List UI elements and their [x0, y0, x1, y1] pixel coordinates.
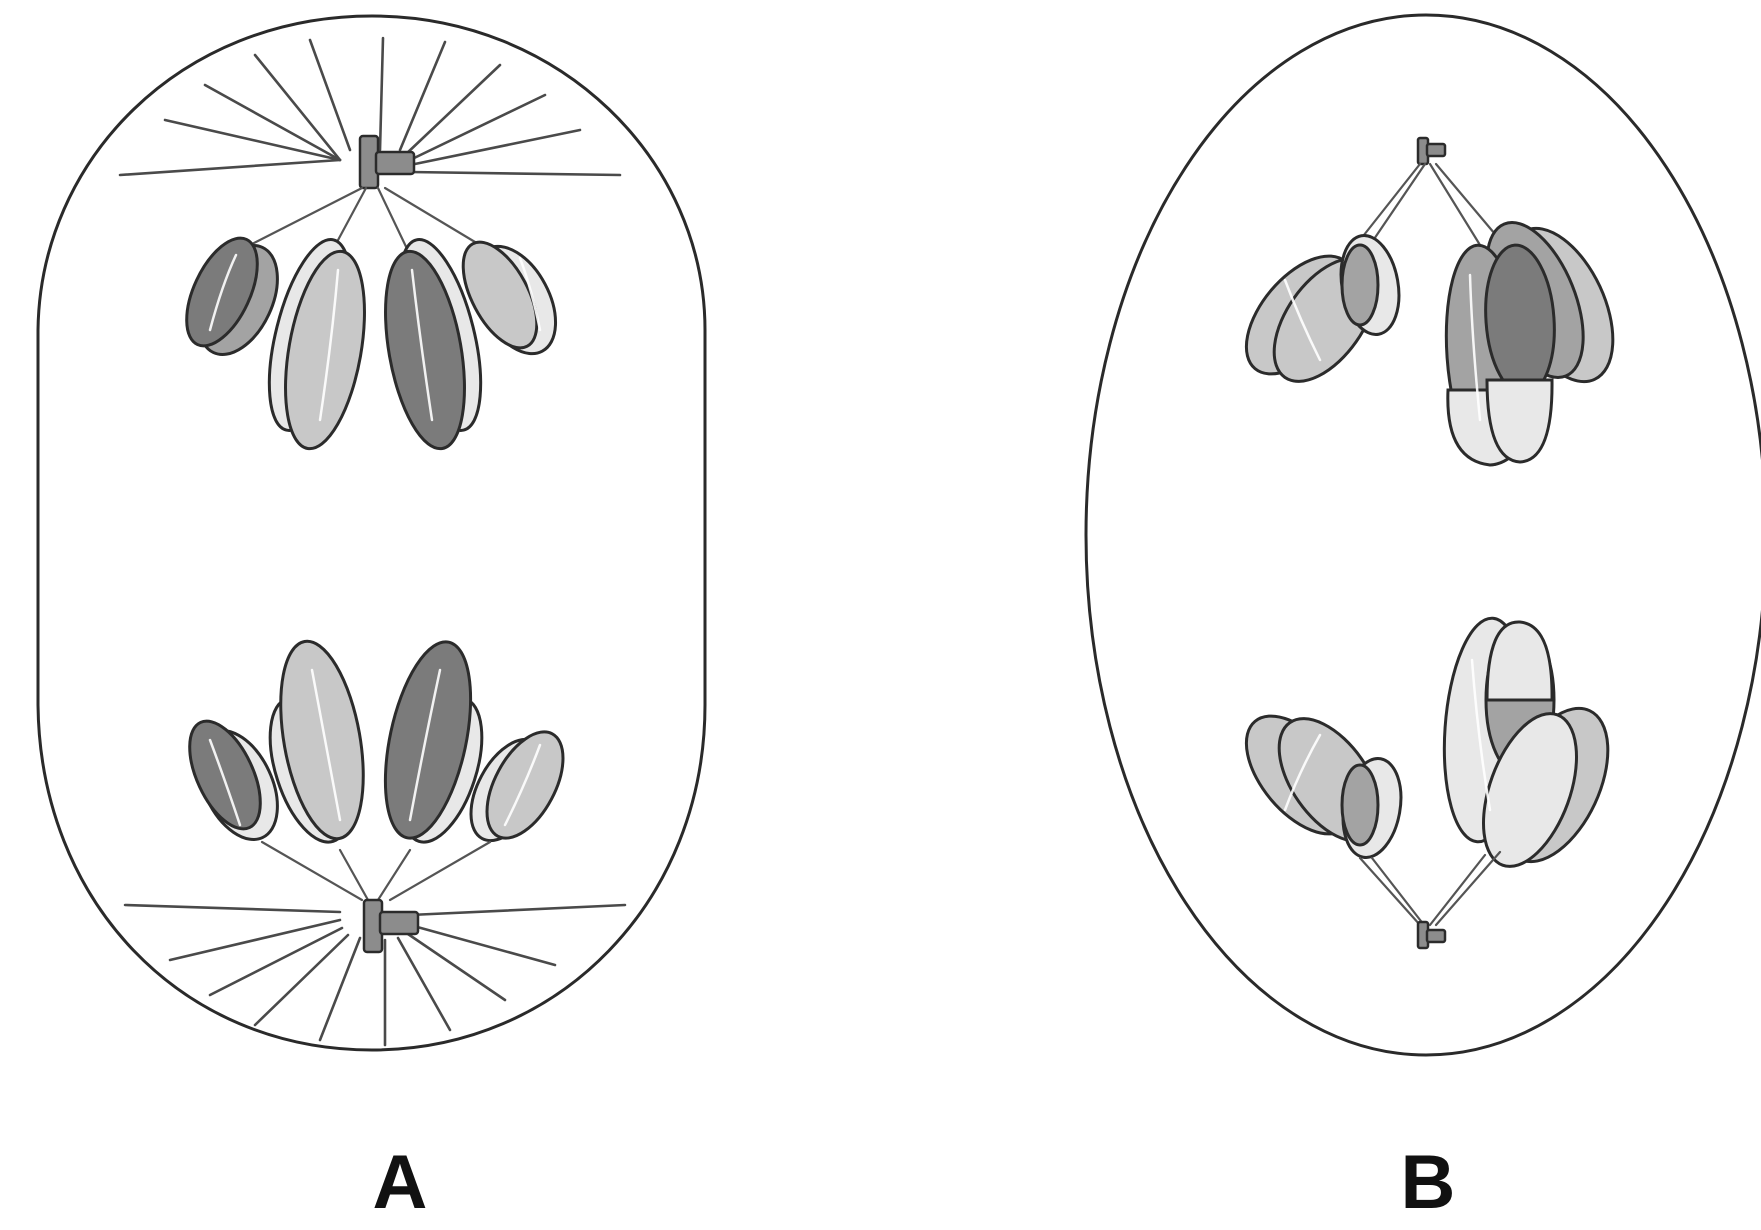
spindle-fibers-a-top: [250, 188, 485, 255]
panel-label-b: B: [1401, 1140, 1456, 1225]
spindle-fibers-b-bottom: [1360, 852, 1500, 925]
cell-a: A: [38, 16, 705, 1225]
centrosome-b-top: [1418, 138, 1445, 164]
tetrad-b-bottom-left: [1226, 697, 1408, 862]
centrosome-a-bottom: [364, 900, 418, 952]
centrosome-b-bottom: [1418, 922, 1445, 948]
centrosome-a-top: [360, 136, 414, 188]
spindle-fibers-a-bottom: [262, 842, 490, 900]
cell-b-membrane: [1086, 15, 1761, 1055]
spindle-fibers-b-top: [1360, 164, 1500, 245]
tetrad-b-bottom-right: [1437, 615, 1629, 878]
tetrad-b-top-right: [1439, 209, 1634, 467]
panel-label-a: A: [373, 1140, 428, 1225]
cell-b: B: [1086, 15, 1761, 1225]
tetrad-b-top-left: [1226, 231, 1406, 399]
